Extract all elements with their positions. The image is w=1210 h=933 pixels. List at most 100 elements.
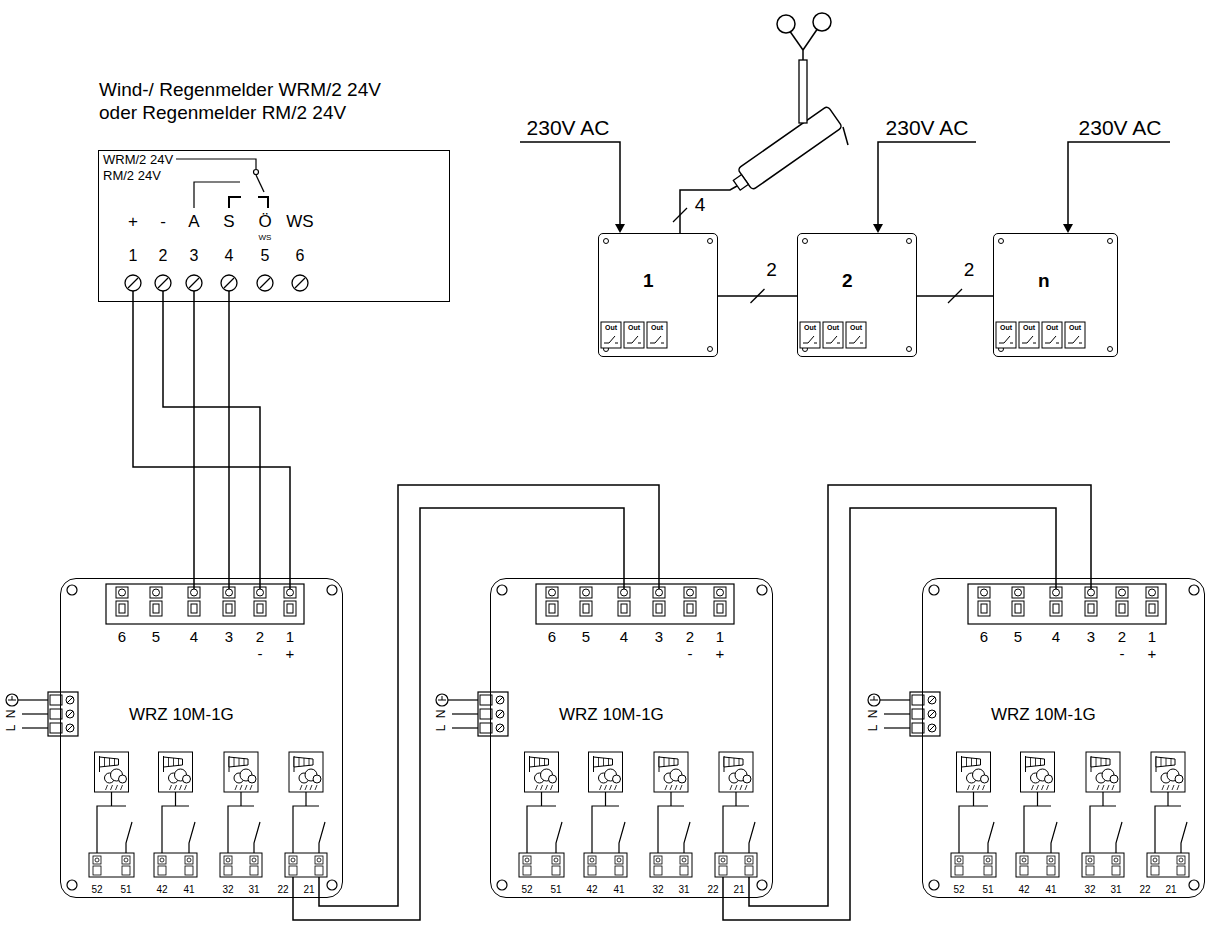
switch-glyph — [627, 336, 638, 343]
terminal-clamp — [656, 604, 662, 613]
relay-terminal-number: 41 — [183, 884, 194, 895]
output-label: Out — [1069, 324, 1081, 332]
screw-slot — [67, 725, 73, 731]
earth-symbol — [442, 696, 443, 700]
terminal — [122, 866, 130, 875]
rain-stroke — [680, 785, 682, 790]
power-lead — [22, 713, 48, 714]
supply-label: 230V AC — [1079, 116, 1162, 139]
relay-link — [1102, 792, 1103, 806]
relay-terminal-number: 51 — [120, 884, 131, 895]
windsock-stripe — [234, 758, 235, 766]
screw-slot — [929, 697, 935, 703]
relay-contact — [959, 806, 988, 853]
icon-frame — [1021, 752, 1055, 792]
terminal-screw — [981, 589, 988, 596]
relay-terminal-number: 21 — [733, 884, 744, 895]
relay-terminal-block — [584, 853, 627, 877]
terminal-screw — [721, 858, 725, 862]
terminal — [745, 856, 753, 864]
screw-slot — [929, 711, 935, 717]
terminal-name: WS — [286, 213, 313, 232]
relay-terminal-block — [951, 853, 996, 877]
relay-blade — [126, 822, 132, 853]
terminal-screw — [590, 858, 594, 862]
relay-terminal-number: 51 — [550, 884, 561, 895]
terminal — [284, 601, 296, 616]
relay-blade — [189, 822, 195, 853]
terminal — [315, 866, 323, 875]
windsock-stripe — [1035, 758, 1036, 766]
controller-box: 2 — [797, 233, 917, 357]
rain-stroke — [245, 785, 247, 790]
terminal-name: Ö — [258, 213, 271, 232]
output-symbol — [1065, 322, 1085, 348]
cloud — [1045, 775, 1053, 783]
rain-stroke — [1102, 785, 1104, 790]
terminal-clamp — [226, 604, 232, 613]
polarity-sign: + — [286, 646, 295, 663]
switch-blade — [256, 175, 264, 192]
bracket — [229, 197, 241, 208]
mounting-hole — [604, 239, 609, 244]
relay-link — [305, 792, 306, 806]
rain-stroke — [300, 785, 302, 790]
terminal-screw — [1119, 589, 1126, 596]
windsock-stripe — [1030, 758, 1031, 766]
terminal-clamp — [1119, 604, 1125, 613]
terminal — [150, 587, 162, 598]
mast — [799, 60, 807, 123]
rain-stroke — [250, 785, 252, 790]
terminal-screw — [1022, 858, 1026, 862]
mounting-hole — [327, 880, 337, 890]
terminal — [185, 866, 193, 875]
rain-stroke — [541, 785, 543, 790]
terminal — [224, 866, 232, 875]
rain-stroke — [116, 785, 118, 790]
relay-blade — [1116, 822, 1122, 853]
rain-stroke — [615, 785, 617, 790]
switch-glyph — [999, 336, 1010, 343]
terminal — [654, 856, 662, 864]
output-symbol — [1019, 322, 1039, 348]
relay-blade — [254, 822, 260, 853]
terminal-number: 2 — [159, 247, 168, 265]
terminal — [546, 601, 558, 616]
terminal — [654, 866, 662, 875]
terminal-screw — [496, 696, 504, 704]
terminal — [1177, 866, 1185, 875]
terminal-screw — [1088, 858, 1092, 862]
relay-terminal-number: 52 — [521, 884, 532, 895]
output-symbol — [996, 322, 1016, 348]
terminal — [1112, 866, 1120, 875]
power-lead — [884, 727, 910, 728]
rain-stroke — [730, 785, 732, 790]
terminal-screw — [66, 724, 74, 732]
relay-terminal-number: 32 — [1084, 884, 1095, 895]
power-terminal-name: L — [435, 725, 448, 732]
relay-link — [541, 792, 542, 806]
relay-contact — [723, 806, 749, 853]
terminal-clamp — [621, 604, 627, 613]
relay-terminal-number: 22 — [1139, 884, 1150, 895]
terminal-number: 1 — [286, 629, 294, 646]
terminal — [250, 866, 258, 875]
power-lead — [448, 699, 478, 700]
relay-terminal-number: 52 — [953, 884, 964, 895]
screw-terminal — [155, 275, 171, 291]
node-title: WRZ 10M-1G — [559, 705, 664, 725]
terminal-screw — [986, 858, 990, 862]
relay-blade — [988, 822, 994, 853]
terminal — [1020, 856, 1028, 864]
windsock — [1091, 757, 1110, 767]
terminal-screw — [656, 589, 663, 596]
terminal — [1112, 856, 1120, 864]
earth-symbol — [6, 694, 18, 706]
terminal-number: 1 — [1148, 629, 1156, 646]
terminal-strip — [536, 584, 734, 624]
terminal-clamp — [287, 604, 293, 613]
rain-stroke — [740, 785, 742, 790]
wire-count: 4 — [695, 195, 706, 216]
terminal-lead — [292, 877, 294, 898]
terminal-screw — [928, 724, 936, 732]
